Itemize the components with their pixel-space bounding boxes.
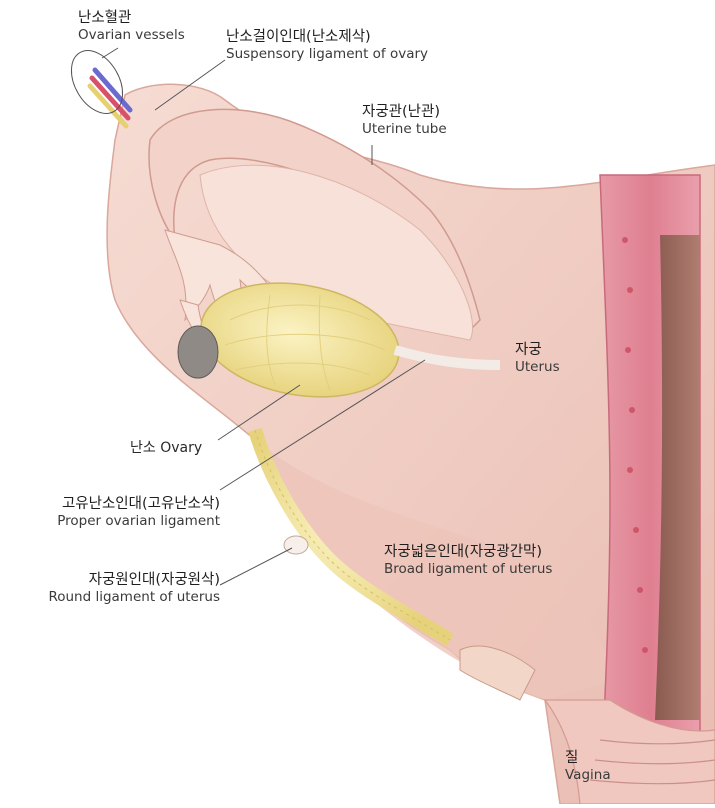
broad-ligament-fold bbox=[255, 440, 620, 700]
leader-lines bbox=[101, 47, 426, 586]
label-suspensory-ligament: 난소걸이인대(난소제삭) Suspensory ligament of ovar… bbox=[226, 29, 428, 63]
ligament-stump bbox=[459, 645, 536, 701]
round-ligament-fat bbox=[248, 427, 454, 646]
label-ovary: 난소 Ovary bbox=[130, 440, 202, 457]
ovarian-stroma bbox=[177, 325, 219, 379]
label-en: Uterine tube bbox=[362, 121, 447, 137]
vagina-shape bbox=[543, 699, 715, 805]
label-uterus: 자궁 Uterus bbox=[515, 342, 560, 376]
label-en: Ovary bbox=[160, 440, 203, 456]
round-ligament-cut bbox=[283, 535, 309, 555]
label-en: Suspensory ligament of ovary bbox=[226, 46, 429, 62]
label-ko: 자궁넓은인대(자궁광간막) bbox=[384, 544, 543, 560]
label-en: Vagina bbox=[565, 767, 611, 783]
label-ko: 고유난소인대(고유난소삭) bbox=[61, 496, 220, 512]
label-proper-ovarian-ligament: 고유난소인대(고유난소삭) Proper ovarian ligament bbox=[20, 496, 220, 530]
label-en: Uterus bbox=[515, 359, 560, 375]
label-ovarian-vessels: 난소혈관 Ovarian vessels bbox=[78, 10, 185, 44]
label-vagina: 질 Vagina bbox=[565, 750, 611, 784]
proper-ovarian-ligament-cord bbox=[393, 345, 501, 370]
label-ko: 자궁 bbox=[515, 342, 542, 358]
ovarian-vessels-shape bbox=[87, 67, 133, 129]
label-ko: 자궁원인대(자궁원삭) bbox=[88, 572, 220, 588]
label-uterine-tube: 자궁관(난관) Uterine tube bbox=[362, 104, 447, 138]
label-en: Proper ovarian ligament bbox=[57, 513, 220, 529]
label-ko: 난소 bbox=[130, 440, 156, 456]
vessel-callout-circle bbox=[70, 50, 124, 114]
label-broad-ligament: 자궁넓은인대(자궁광간막) Broad ligament of uterus bbox=[384, 544, 552, 578]
label-en: Round ligament of uterus bbox=[48, 589, 220, 605]
label-ko: 난소혈관 bbox=[78, 10, 132, 26]
wall-vessel-dots bbox=[622, 237, 648, 653]
label-en: Ovarian vessels bbox=[78, 27, 185, 43]
label-en: Broad ligament of uterus bbox=[384, 561, 553, 577]
label-ko: 자궁관(난관) bbox=[362, 104, 441, 120]
uterine-cavity bbox=[655, 235, 700, 720]
label-ko: 난소걸이인대(난소제삭) bbox=[226, 29, 371, 45]
label-round-ligament: 자궁원인대(자궁원삭) Round ligament of uterus bbox=[14, 572, 220, 606]
label-ko: 질 bbox=[565, 750, 579, 766]
